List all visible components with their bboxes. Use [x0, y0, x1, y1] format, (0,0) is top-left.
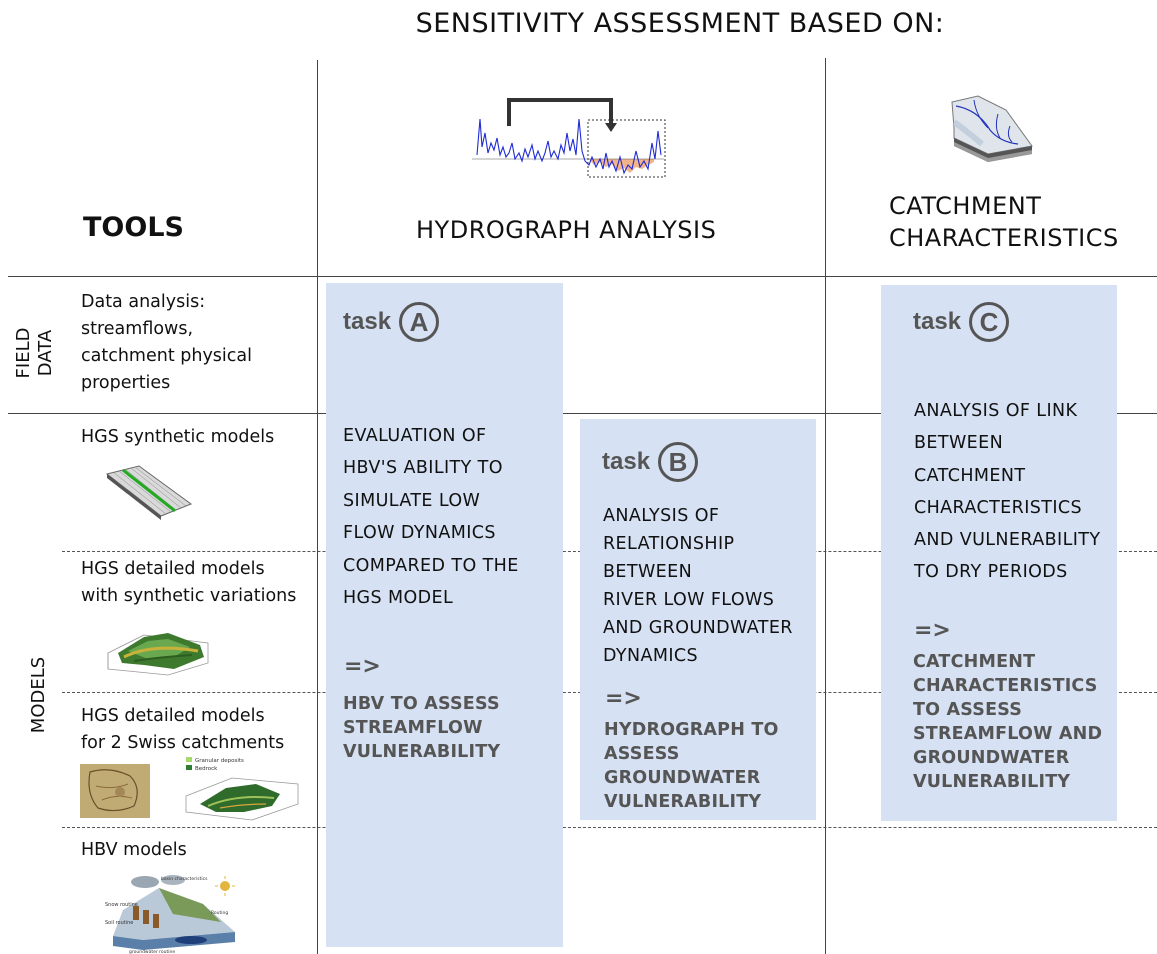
- task-c-line-4: CHARACTERISTICS: [914, 497, 1083, 518]
- page-title: SENSITIVITY ASSESSMENT BASED ON:: [415, 8, 945, 39]
- task-c-line-2: BETWEEN: [914, 433, 1004, 454]
- task-b-line-1: ANALYSIS OF: [603, 506, 720, 526]
- task-a-conclusion-line-2: STREAMFLOW: [343, 718, 483, 738]
- task-a-conclusion: HBV TO ASSESS STREAMFLOW VULNERABILITY: [343, 692, 500, 764]
- task-c-conclusion-line-1: CATCHMENT: [913, 652, 1036, 672]
- task-b-circle-icon: B: [658, 442, 699, 482]
- tool-hgs-detailed-synthetic-line-2: with synthetic variations: [81, 586, 297, 606]
- svg-text:Soil routine: Soil routine: [105, 920, 133, 926]
- svg-text:Routing: Routing: [211, 910, 228, 916]
- task-b-box: [580, 419, 816, 820]
- task-a-line-6: HGS MODEL: [343, 588, 454, 609]
- task-a-description: EVALUATION OF HBV'S ABILITY TO SIMULATE …: [343, 420, 519, 614]
- field-models-divider: [8, 413, 1157, 414]
- task-a-arrow: =>: [344, 654, 381, 679]
- tool-field-line-4: properties: [81, 373, 171, 393]
- task-c-line-3: CATCHMENT: [914, 465, 1026, 486]
- task-b-line-4: RIVER LOW FLOWS: [603, 590, 775, 610]
- task-b-arrow: =>: [605, 686, 642, 711]
- tool-hgs-detailed-swiss-label: HGS detailed models for 2 Swiss catchmen…: [81, 703, 284, 757]
- catchment-header: CATCHMENT CHARACTERISTICS: [889, 190, 1119, 254]
- header-divider: [8, 276, 1157, 277]
- swiss-catchment-3d-model-icon: Granular deposits Bedrock: [185, 757, 299, 821]
- svg-text:groundwater routine: groundwater routine: [129, 949, 175, 954]
- catchment-header-line-2: CHARACTERISTICS: [889, 224, 1119, 252]
- task-b-label: task B: [602, 442, 699, 482]
- tool-field-line-2: streamflows,: [81, 319, 194, 339]
- hgs-detailed-synthetic-model-icon: [107, 633, 209, 676]
- task-c-conclusion-line-2: CHARACTERISTICS: [913, 676, 1098, 696]
- task-a-conclusion-line-3: VULNERABILITY: [343, 742, 501, 762]
- task-a-line-4: FLOW DYNAMICS: [343, 523, 496, 544]
- task-c-conclusion-line-5: GROUNDWATER: [913, 748, 1070, 768]
- hbv-model-illustration: Snow routine Soil routine basin characte…: [105, 875, 235, 954]
- catchment-header-line-1: CATCHMENT: [889, 192, 1042, 220]
- task-a-line-2: HBV'S ABILITY TO: [343, 458, 503, 479]
- task-a-line-3: SIMULATE LOW: [343, 490, 481, 511]
- task-b-line-3: BETWEEN: [603, 562, 693, 582]
- hgs-synthetic-model-icon: [105, 465, 193, 520]
- catchment-column-divider: [825, 58, 826, 954]
- task-c-arrow: =>: [914, 618, 951, 643]
- task-b-conclusion-line-2: ASSESS: [604, 744, 680, 764]
- tool-hgs-detailed-synthetic-label: HGS detailed models with synthetic varia…: [81, 556, 296, 610]
- task-c-circle-icon: C: [969, 302, 1010, 342]
- task-a-label: task A: [343, 302, 440, 342]
- task-c-word: task: [913, 308, 962, 335]
- task-a-circle-icon: A: [399, 302, 440, 342]
- task-b-word: task: [602, 448, 651, 475]
- legend-granular-deposits: Granular deposits: [195, 758, 244, 764]
- tool-hgs-detailed-swiss-line-1: HGS detailed models: [81, 706, 265, 726]
- task-b-line-6: DYNAMICS: [603, 646, 699, 666]
- tools-column-divider: [317, 60, 318, 954]
- task-b-line-5: AND GROUNDWATER: [603, 618, 793, 638]
- tool-field-line-1: Data analysis:: [81, 292, 206, 312]
- task-c-description: ANALYSIS OF LINK BETWEEN CATCHMENT CHARA…: [914, 395, 1100, 589]
- task-c-line-6: TO DRY PERIODS: [914, 562, 1068, 583]
- legend-bedrock: Bedrock: [195, 766, 218, 772]
- task-c-conclusion-line-6: VULNERABILITY: [913, 772, 1071, 792]
- task-b-conclusion-line-4: VULNERABILITY: [604, 792, 762, 812]
- row-label-field-line-2: DATA: [35, 329, 56, 377]
- task-b-conclusion-line-3: GROUNDWATER: [604, 768, 761, 788]
- tool-hgs-synthetic-label: HGS synthetic models: [81, 427, 275, 447]
- tool-field-data-analysis: Data analysis: streamflows, catchment ph…: [81, 289, 252, 397]
- task-c-line-1: ANALYSIS OF LINK: [914, 401, 1078, 421]
- task-c-conclusion-line-3: TO ASSESS: [913, 700, 1023, 720]
- svg-text:basin characteristics: basin characteristics: [161, 876, 208, 882]
- task-c-box: [881, 285, 1117, 821]
- tool-hgs-detailed-synthetic-line-1: HGS detailed models: [81, 559, 265, 579]
- swiss-catchment-map-icon: [80, 764, 150, 818]
- catchment-3d-icon: [951, 95, 1033, 162]
- tool-hgs-detailed-swiss-line-2: for 2 Swiss catchments: [81, 733, 285, 753]
- task-b-description: ANALYSIS OF RELATIONSHIP BETWEEN RIVER L…: [603, 502, 793, 670]
- task-b-conclusion-line-1: HYDROGRAPH TO: [604, 720, 779, 740]
- task-a-conclusion-line-1: HBV TO ASSESS: [343, 694, 500, 714]
- task-a-line-5: COMPARED TO THE: [343, 555, 519, 576]
- task-b-conclusion: HYDROGRAPH TO ASSESS GROUNDWATER VULNERA…: [604, 718, 779, 814]
- row-label-field-data: FIELD DATA: [13, 323, 57, 383]
- models-divider-3: [62, 827, 1157, 828]
- task-c-label: task C: [913, 302, 1010, 342]
- hydrograph-header: HYDROGRAPH ANALYSIS: [416, 216, 717, 244]
- task-c-conclusion: CATCHMENT CHARACTERISTICS TO ASSESS STRE…: [913, 650, 1102, 794]
- row-label-field-line-1: FIELD: [13, 327, 34, 379]
- tool-field-line-3: catchment physical: [81, 346, 252, 366]
- svg-text:Snow routine: Snow routine: [105, 902, 138, 908]
- row-label-models: MODELS: [28, 656, 49, 734]
- hydrograph-icon: [472, 98, 666, 178]
- task-a-word: task: [343, 308, 392, 335]
- tools-header: TOOLS: [83, 212, 184, 243]
- task-c-line-5: AND VULNERABILITY: [914, 530, 1101, 551]
- tool-hbv-label: HBV models: [81, 840, 187, 860]
- task-a-line-1: EVALUATION OF: [343, 426, 487, 446]
- task-c-conclusion-line-4: STREAMFLOW AND: [913, 724, 1103, 744]
- task-b-line-2: RELATIONSHIP: [603, 534, 735, 554]
- task-a-box: [326, 283, 563, 947]
